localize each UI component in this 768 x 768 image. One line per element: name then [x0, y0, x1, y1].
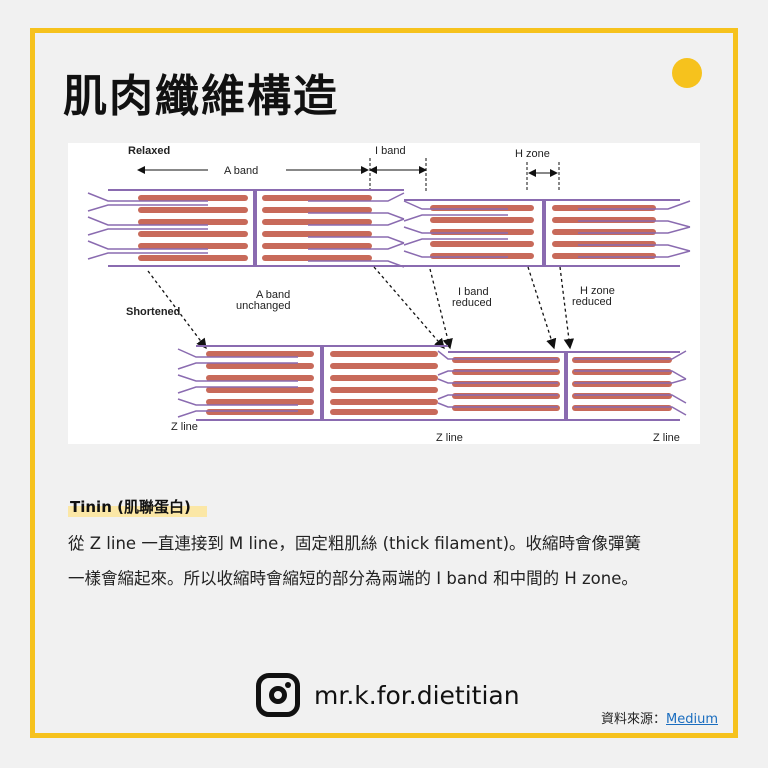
label-i-band-reduced-1: I band: [458, 286, 489, 298]
label-h-zone-reduced-1: H zone: [580, 285, 615, 297]
instagram-icon: [256, 673, 300, 717]
label-a-band: A band: [224, 165, 258, 177]
source-credit: 資料來源：Medium: [601, 708, 718, 727]
label-a-band-unchanged-1: A band: [256, 289, 290, 301]
section-body-line-2: 一樣會縮起來。所以收縮時會縮短的部分為兩端的 I band 和中間的 H zon…: [68, 569, 638, 588]
label-h-zone-reduced-2: reduced: [572, 296, 612, 308]
label-i-band-reduced-2: reduced: [452, 297, 492, 309]
label-relaxed: Relaxed: [128, 145, 170, 157]
section-heading: Tinin (肌聯蛋白): [68, 497, 207, 517]
sarcomere-diagram: Relaxed A band I band H zone: [68, 143, 700, 444]
label-h-zone: H zone: [515, 148, 550, 160]
source-link[interactable]: Medium: [666, 712, 718, 727]
page-title: 肌肉纖維構造: [63, 71, 339, 122]
label-z-line-mid: Z line: [436, 432, 463, 444]
shortening-arrows: [147, 266, 575, 350]
label-i-band: I band: [375, 145, 406, 157]
accent-dot: [672, 58, 702, 88]
label-shortened: Shortened: [126, 306, 180, 318]
label-z-line-right: Z line: [653, 432, 680, 444]
instagram-handle[interactable]: mr.k.for.dietitian: [256, 670, 520, 720]
section-body-line-1: 從 Z line 一直連接到 M line，固定粗肌絲 (thick filam…: [68, 534, 642, 553]
section-body: 從 Z line 一直連接到 M line，固定粗肌絲 (thick filam…: [68, 526, 708, 596]
label-a-band-unchanged-2: unchanged: [236, 300, 290, 312]
relaxed-sarcomere-right: [403, 199, 691, 267]
shortened-sarcomere-right: [437, 350, 687, 421]
card-frame: [30, 28, 738, 738]
relaxed-sarcomere-left: [87, 189, 405, 268]
source-prefix: 資料來源：: [601, 712, 667, 727]
handle-text: mr.k.for.dietitian: [314, 680, 520, 710]
shortened-sarcomere-left: [177, 345, 448, 421]
sarcomere-svg: Relaxed A band I band H zone: [87, 145, 691, 444]
label-z-line-left: Z line: [171, 421, 198, 433]
